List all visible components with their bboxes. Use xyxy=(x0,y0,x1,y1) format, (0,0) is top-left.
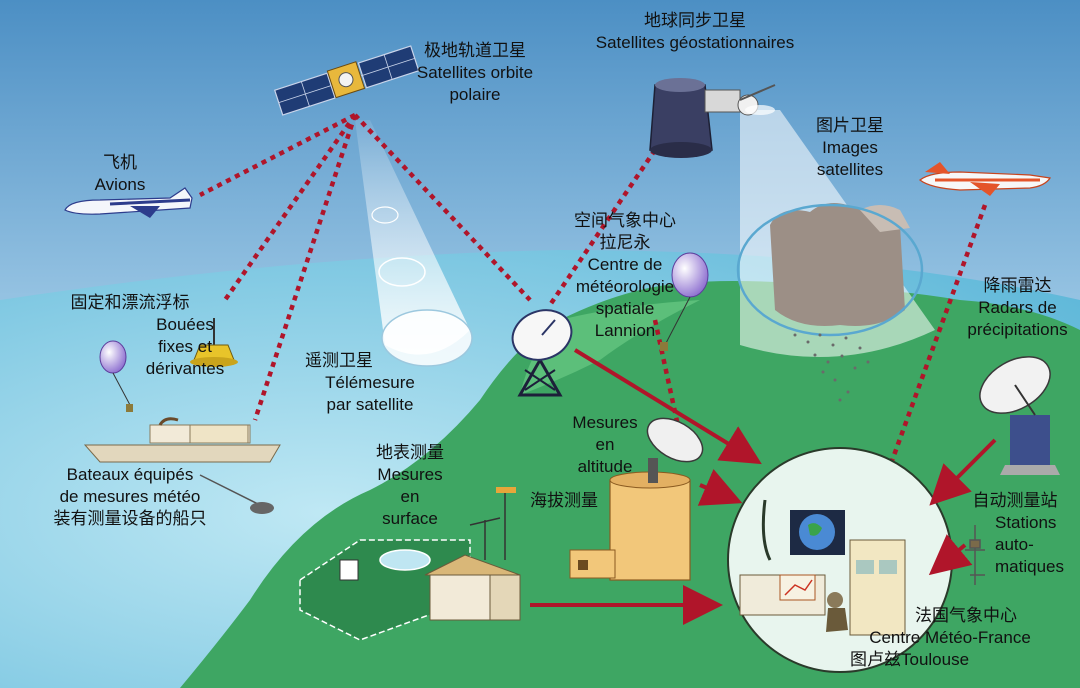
label-polar-fr: Satellites orbite polaire xyxy=(416,63,534,104)
label-polar-zh: 极地轨道卫星 xyxy=(424,41,526,61)
label-toulouse-line3: 图卢兹Toulouse xyxy=(850,649,1050,671)
label-avions-zh: 飞机 xyxy=(103,153,137,173)
label-stations-fr: Stations auto- matiques xyxy=(995,513,1064,576)
label-toulouse-fr2: Toulouse xyxy=(901,650,970,669)
airplane-avions xyxy=(64,187,193,218)
label-stations: 自动测量站 Stations auto- matiques xyxy=(955,490,1075,578)
label-toulouse-zh1: 法国气象中心 xyxy=(915,606,1017,626)
label-toulouse-fr: Centre Météo-France xyxy=(869,628,1031,647)
label-radars-zh: 降雨雷达 xyxy=(983,276,1052,296)
label-lannion-zh: 空间气象中心 拉尼永 xyxy=(574,211,676,253)
balloon-buoys xyxy=(99,340,133,412)
label-images-satellites: 图片卫星 Images satellites xyxy=(795,115,905,181)
label-bateaux-zh: 装有测量设备的船只 xyxy=(53,509,207,529)
label-geo-zh: 地球同步卫星 xyxy=(644,11,746,31)
label-bouees: 固定和漂流浮标 Bouées fixes et dérivantes xyxy=(45,292,225,380)
label-altitude-zh-wrap: 海拔测量 xyxy=(530,490,598,512)
label-altitude: Mesures en altitude xyxy=(560,412,650,478)
label-images-fr: Images satellites xyxy=(816,138,884,179)
altitude-station xyxy=(569,417,704,581)
polar-satellite xyxy=(273,45,420,116)
label-telemesure-zh: 遥测卫星 xyxy=(305,351,373,371)
cloud-block xyxy=(736,202,924,402)
toulouse-centre xyxy=(727,447,953,673)
label-stations-zh: 自动测量站 xyxy=(972,491,1058,511)
surface-station xyxy=(299,487,521,641)
label-avions-fr: Avions xyxy=(94,175,146,194)
label-lannion: 空间气象中心 拉尼永 Centre de météorologie spatia… xyxy=(560,210,690,342)
precip-radar xyxy=(979,356,1060,475)
geo-satellite xyxy=(649,78,776,158)
label-bouees-fr: Bouées fixes et dérivantes xyxy=(145,315,225,378)
label-telemesure: 遥测卫星 Télémesure par satellite xyxy=(300,350,440,416)
label-bateaux: Bateaux équipés de mesures météo 装有测量设备的… xyxy=(25,464,235,530)
label-bateaux-fr: Bateaux équipés de mesures météo xyxy=(59,465,201,506)
label-toulouse-zh2: 图卢兹 xyxy=(850,650,901,670)
label-telemesure-fr: Télémesure par satellite xyxy=(325,373,415,414)
label-radars-fr: Radars de précipitations xyxy=(967,298,1068,339)
label-surface-zh: 地表测量 xyxy=(376,443,444,463)
label-toulouse: 法国气象中心 Centre Météo-France 图卢兹Toulouse xyxy=(850,605,1050,671)
label-altitude-zh: 海拔测量 xyxy=(530,491,598,511)
label-geo-fr: Satellites géostationnaires xyxy=(595,33,795,52)
lannion-antenna xyxy=(511,309,573,397)
label-images-zh: 图片卫星 xyxy=(816,116,884,136)
label-geo-satellites: 地球同步卫星 Satellites géostationnaires xyxy=(570,10,820,54)
data-arrows xyxy=(530,348,997,625)
airplane-right xyxy=(919,162,1051,196)
weather-ship xyxy=(83,417,281,514)
label-radars: 降雨雷达 Radars de précipitations xyxy=(955,275,1080,341)
label-polar-satellites: 极地轨道卫星 Satellites orbite polaire xyxy=(380,40,570,106)
dotted-links xyxy=(198,113,988,481)
images-satellite-source xyxy=(745,105,775,115)
label-lannion-fr: Centre de météorologie spatiale Lannion xyxy=(575,255,675,340)
label-bouees-zh: 固定和漂流浮标 xyxy=(70,293,190,313)
telemetry-cone xyxy=(355,120,473,367)
label-surface: 地表测量 Mesures en surface xyxy=(360,442,460,530)
buoy xyxy=(190,318,238,367)
label-surface-fr: Mesures en surface xyxy=(377,465,443,528)
label-altitude-fr: Mesures en altitude xyxy=(572,413,638,476)
label-avions: 飞机 Avions xyxy=(80,152,160,196)
balloon-lannion xyxy=(660,252,709,351)
